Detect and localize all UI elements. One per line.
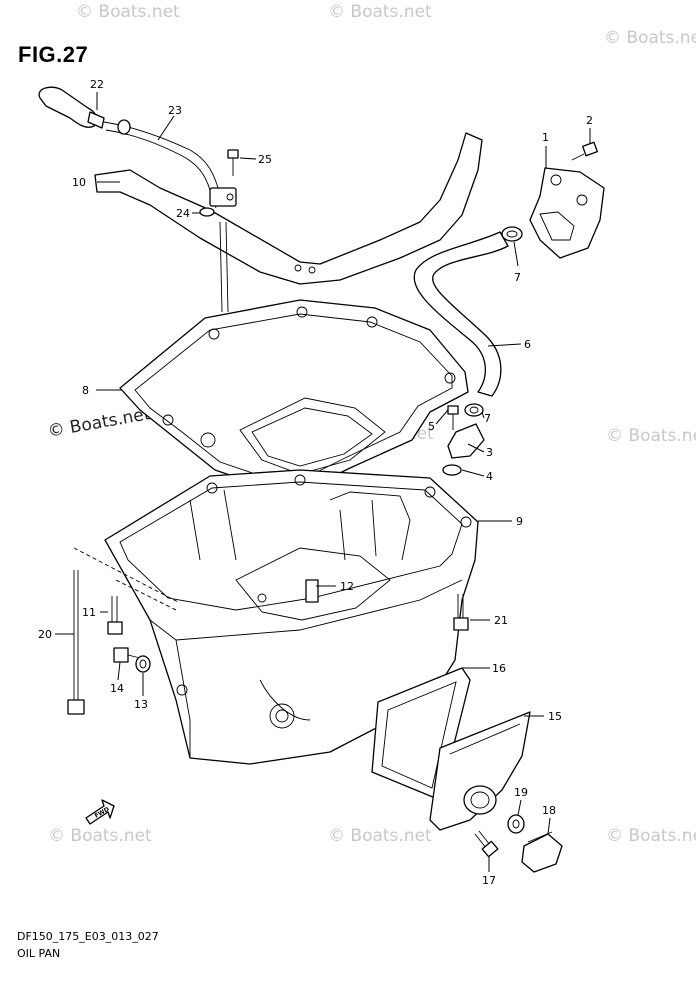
callout-6: 6 (524, 338, 531, 351)
part-10-plate (94, 132, 483, 285)
callout-13: 13 (134, 698, 148, 711)
watermark: © Boats.net (328, 2, 432, 22)
callout-14: 14 (110, 682, 124, 695)
callout-20: 20 (38, 628, 52, 641)
watermark: © Boats.net (604, 28, 696, 48)
callout-7-upper: 7 (514, 271, 521, 284)
callout-3: 3 (486, 446, 493, 459)
part-18-drain-plug (521, 831, 563, 873)
callout-labels: 1 2 3 4 5 6 7 7 8 9 10 11 12 13 14 15 16… (38, 78, 593, 887)
callout-17: 17 (482, 874, 496, 887)
callout-1: 1 (542, 131, 549, 144)
part-9-oil-pan (104, 469, 479, 765)
watermark: © Boats.net (76, 2, 180, 22)
part-3-fitting (447, 423, 485, 459)
callout-25: 25 (258, 153, 272, 166)
part-20-long-bolt (67, 570, 85, 715)
watermark: © Boats.net (328, 826, 432, 846)
part-21-bolt (453, 594, 469, 631)
part-5-bolt (447, 405, 459, 430)
callout-11: 11 (82, 606, 96, 619)
callout-21: 21 (494, 614, 508, 627)
callout-22: 22 (90, 78, 104, 91)
fwd-label: FWD (94, 806, 111, 820)
callout-9: 9 (516, 515, 523, 528)
callout-15: 15 (548, 710, 562, 723)
callout-2: 2 (586, 114, 593, 127)
callout-12: 12 (340, 580, 354, 593)
part-15-cover (429, 711, 531, 831)
callout-4: 4 (486, 470, 493, 483)
callout-8: 8 (82, 384, 89, 397)
leader-lines (55, 92, 591, 872)
figure-name: OIL PAN (17, 947, 61, 960)
callout-23: 23 (168, 104, 182, 117)
part-6-hose (413, 231, 509, 397)
part-24-o-ring (199, 207, 215, 217)
part-14-bolt (113, 647, 141, 663)
part-25-bolt (227, 149, 239, 176)
figure-title: FIG.27 (18, 42, 89, 67)
fwd-arrow-icon: FWD (85, 799, 115, 825)
part-4-o-ring (442, 464, 462, 476)
part-2-bolt (571, 141, 598, 161)
callout-10: 10 (72, 176, 86, 189)
callout-19: 19 (514, 786, 528, 799)
part-7-clamp-lower (464, 403, 484, 417)
figure-code: DF150_175_E03_013_027 (17, 930, 159, 943)
part-11-bolt (107, 596, 123, 635)
watermark: © Boats.net (606, 826, 696, 846)
part-1-bracket (529, 167, 605, 259)
callout-18: 18 (542, 804, 556, 817)
callout-16: 16 (492, 662, 506, 675)
part-19-washer (507, 814, 525, 834)
part-7-clamp-upper (501, 226, 523, 242)
part-13-washer (135, 655, 151, 673)
callout-24: 24 (176, 207, 190, 220)
callout-7-lower: 7 (484, 412, 491, 425)
watermark: © Boats.net (48, 826, 152, 846)
callout-5: 5 (428, 420, 435, 433)
part-23-guide-tube (103, 119, 237, 209)
alignment-lines (73, 547, 179, 611)
part-22-dipstick (38, 86, 229, 313)
watermark: © Boats.net (606, 426, 696, 446)
part-8-gasket (119, 299, 469, 495)
part-17-bolt (474, 830, 499, 858)
